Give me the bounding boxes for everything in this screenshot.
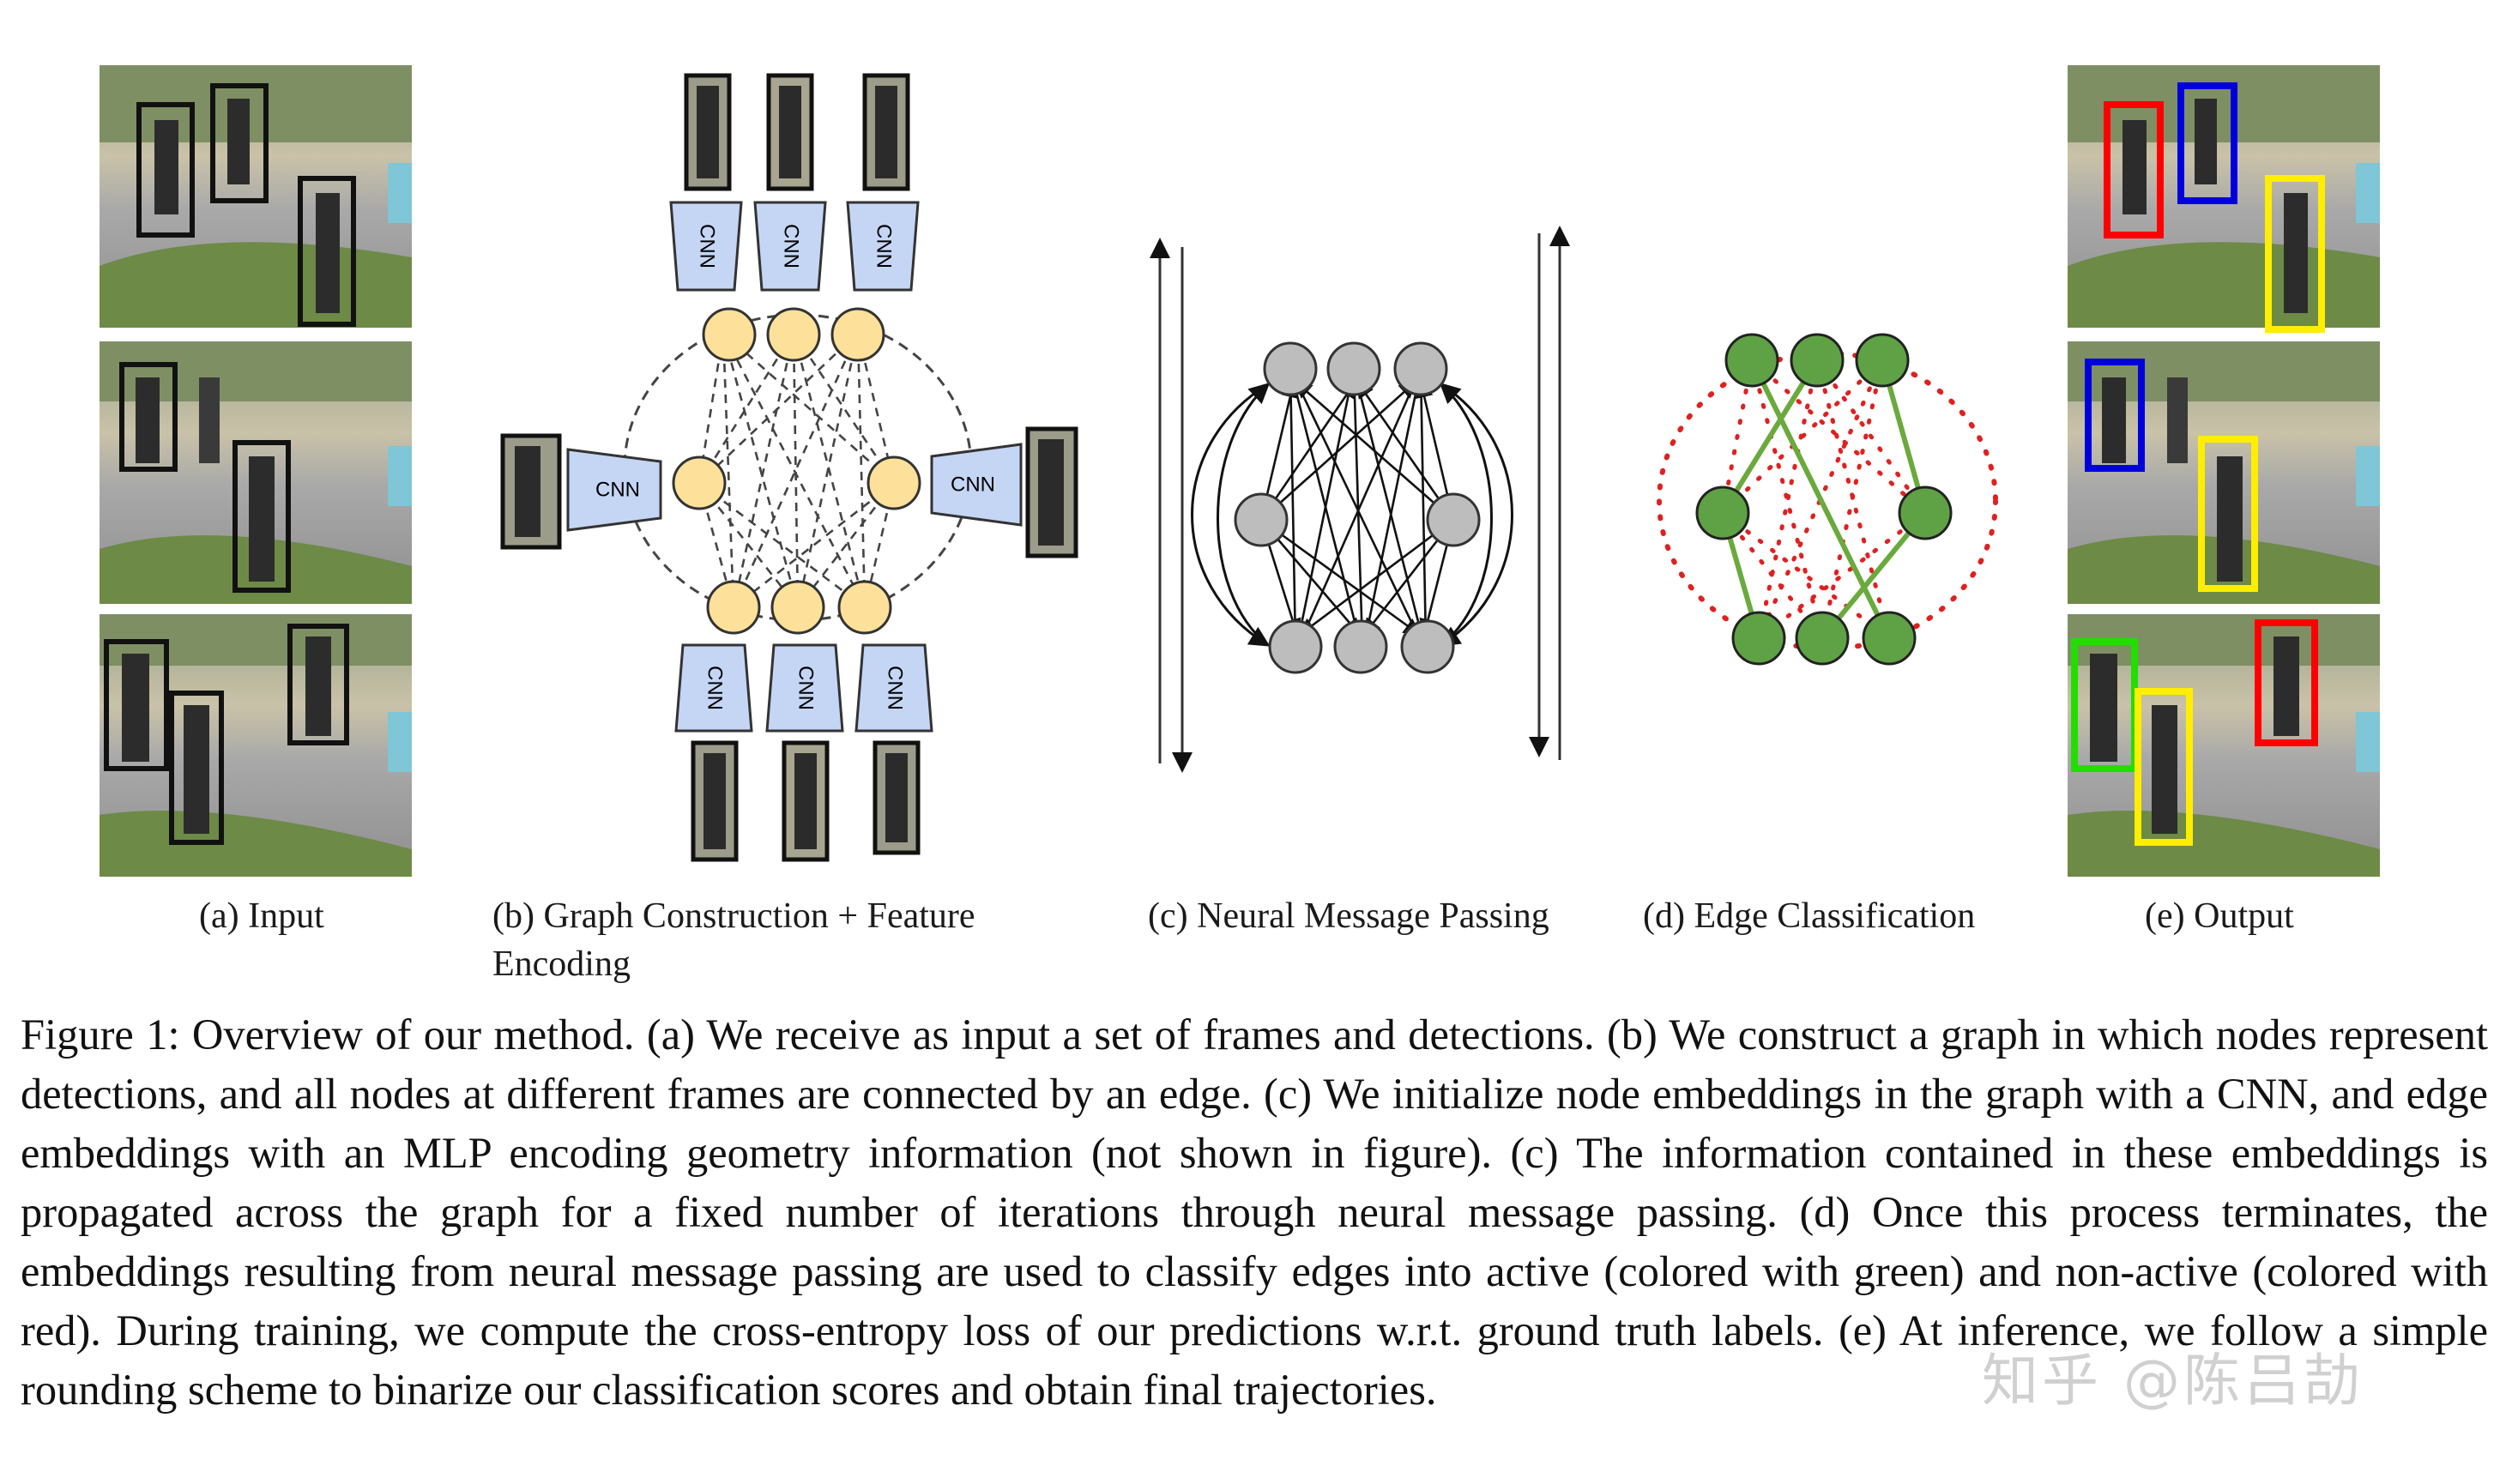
curve-edge (1217, 382, 1271, 647)
input-frame-2 (100, 341, 412, 604)
watermark-text: 知乎 @陈吕劼 (1982, 1348, 2364, 1414)
curve-edge (1439, 382, 1493, 647)
crops-bottom (691, 740, 921, 862)
graph-construction: CNN CNN CNN CNN CNN CNN (500, 73, 1078, 862)
subcaption-edge-classification: (d) Edge Classification (1643, 896, 1976, 936)
cnn-label: CNN (951, 473, 995, 496)
cnn-block: CNN (854, 643, 933, 733)
cnn-block: CNN (765, 643, 844, 733)
cnn-label: CNN (794, 666, 818, 710)
cnn-top-group: CNN CNN CNN (669, 201, 920, 292)
watermark: 知乎 @陈吕劼 (1982, 1335, 2364, 1417)
mp-nodes (1234, 341, 1481, 674)
input-frame-1 (100, 65, 412, 328)
output-frame-2 (2068, 341, 2380, 604)
curve-edge (1439, 383, 1513, 647)
cnn-block: CNN (753, 201, 827, 292)
cnn-block: CNN (674, 643, 753, 733)
mp-edges (1259, 368, 1455, 648)
graph-edges (697, 332, 896, 609)
message-passing (1150, 226, 1570, 773)
crops-top (684, 73, 910, 191)
graph-nodes (672, 307, 921, 635)
ec-nodes (1695, 333, 1953, 666)
cnn-label: CNN (696, 224, 719, 268)
input-frame-3 (100, 614, 412, 877)
cnn-label: CNN (703, 666, 727, 710)
output-frames (2068, 65, 2380, 877)
cnn-block: CNN (669, 201, 743, 292)
cnn-block: CNN (846, 201, 920, 292)
cnn-bottom-group: CNN CNN CNN (674, 643, 933, 733)
subcaption-output: (e) Output (2145, 896, 2294, 936)
figure-caption: Figure 1: Overview of our method. (a) We… (21, 1010, 2488, 1414)
subcaption-message-passing: (c) Neural Message Passing (1148, 896, 1549, 936)
cnn-label: CNN (595, 478, 640, 501)
cnn-label: CNN (780, 224, 803, 268)
curve-edge (1191, 383, 1271, 647)
cnn-left: CNN (500, 433, 662, 550)
output-frame-3 (2068, 614, 2380, 877)
cnn-label: CNN (884, 666, 907, 710)
cnn-right: CNN (930, 426, 1078, 558)
active-edges (1720, 359, 1928, 640)
figure-overview: CNN CNN CNN CNN CNN CNN (100, 65, 2380, 877)
subcaption-input: (a) Input (199, 896, 324, 936)
cnn-label: CNN (873, 224, 896, 268)
subcaption-graph-construction: (b) Graph Construction + Feature Encodin… (492, 896, 975, 984)
edge-classification (1657, 333, 1998, 666)
output-frame-1 (2068, 65, 2380, 333)
input-frames (100, 65, 412, 877)
